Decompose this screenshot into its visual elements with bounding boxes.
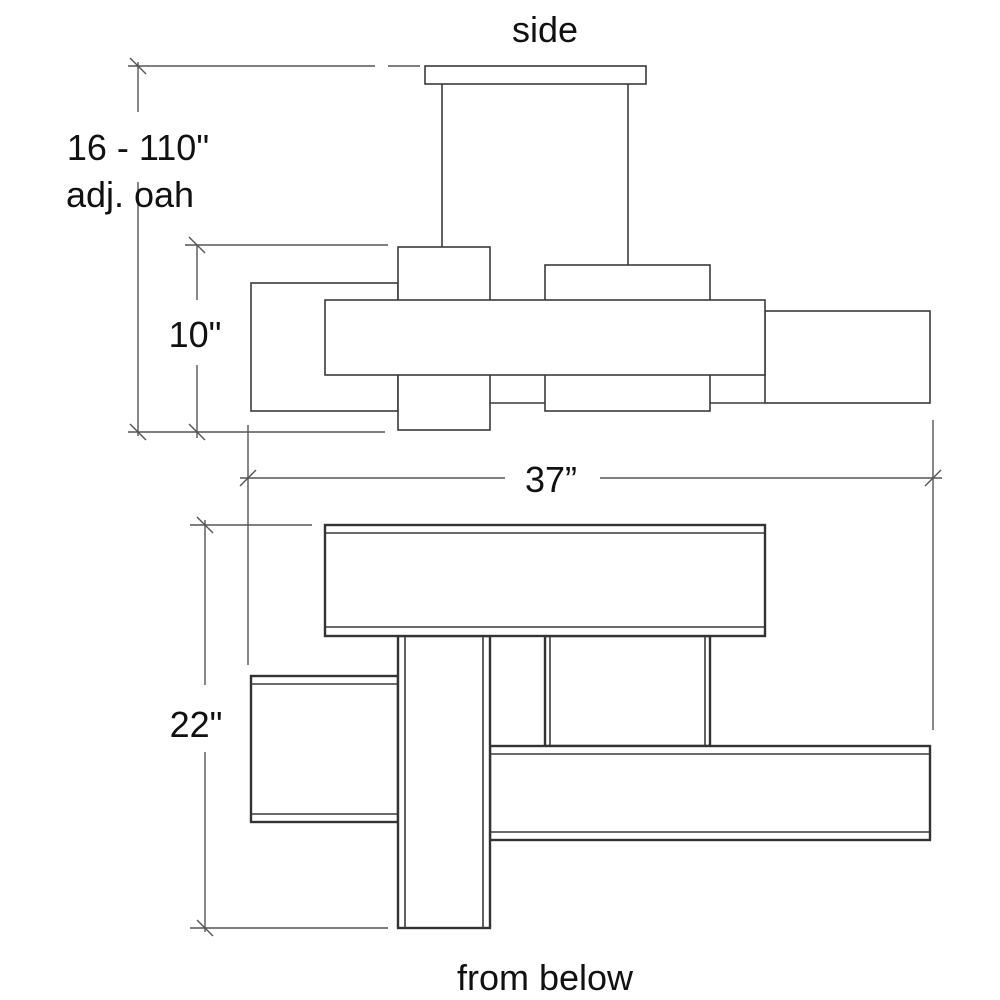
side-view-label: side <box>512 9 578 50</box>
body-height-label: 10" <box>169 314 222 355</box>
side-view <box>250 65 931 431</box>
right-block-side <box>764 310 931 404</box>
canopy <box>424 65 647 85</box>
bottom-view-label: from below <box>457 957 634 998</box>
dimension-lines <box>128 57 942 937</box>
width-label: 37” <box>525 459 577 500</box>
height-note-label: adj. oah <box>66 174 194 215</box>
depth-label: 22" <box>170 704 223 745</box>
right-bar-below <box>488 744 932 842</box>
center-block-below <box>543 634 712 748</box>
vertical-bar-below <box>396 634 492 930</box>
top-bar-below <box>323 523 767 638</box>
left-block-below <box>249 674 400 824</box>
bottom-view <box>249 523 932 930</box>
main-bar-side <box>324 299 766 376</box>
height-range-label: 16 - 110" <box>67 127 209 168</box>
